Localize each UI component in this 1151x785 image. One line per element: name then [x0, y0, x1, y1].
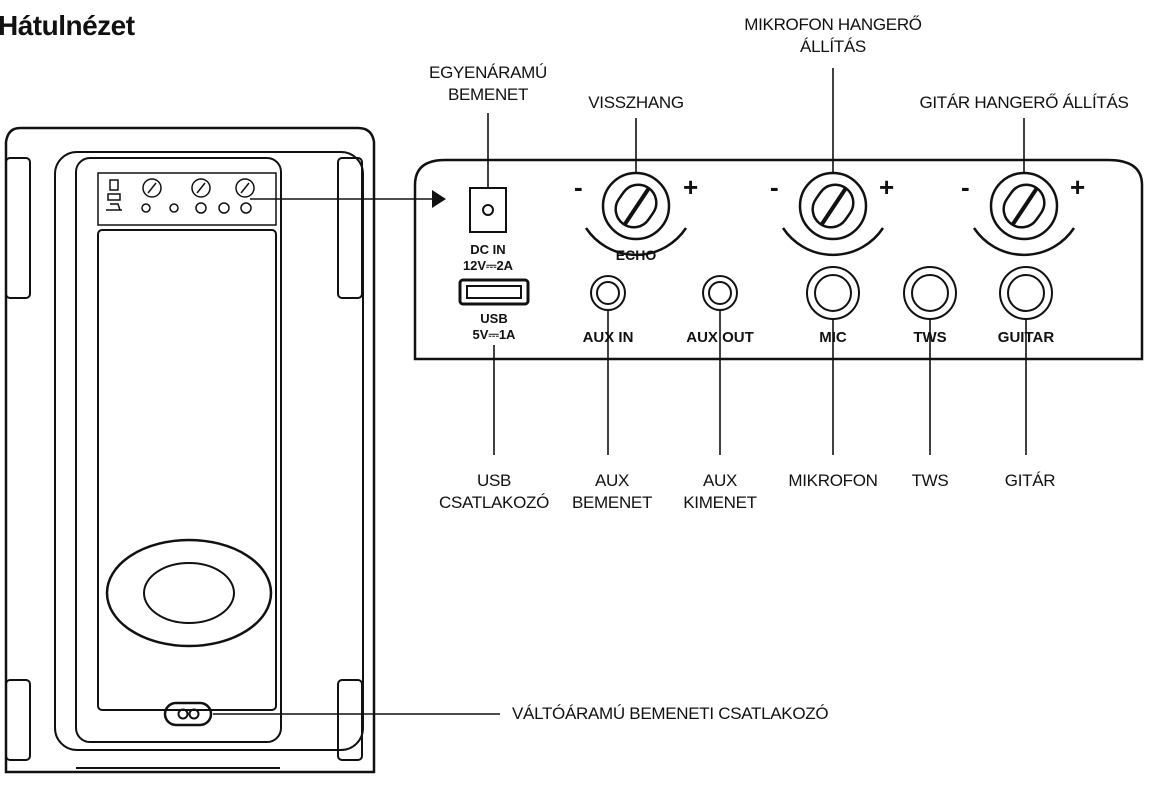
callout-echo: VISSZHANG: [588, 93, 684, 112]
enlarged-panel: [413, 158, 1144, 361]
tws-print: TWS: [913, 329, 946, 346]
mic-plus: +: [879, 172, 894, 202]
usb-rating-print: 5V⎓1A: [473, 327, 517, 342]
page-title: Hátulnézet: [0, 10, 135, 41]
dc-in-print: DC IN: [470, 242, 505, 257]
guitar-plus: +: [1070, 172, 1085, 202]
aux-out-print: AUX OUT: [686, 329, 754, 346]
callout-guitar: GITÁR: [1004, 471, 1056, 490]
leader-lines: [213, 68, 1027, 715]
aux-in-print: AUX IN: [583, 329, 634, 346]
mic-print: MIC: [819, 329, 847, 346]
callout-mic: MIKROFON: [788, 471, 878, 490]
callout-ac-input: VÁLTÓÁRAMÚ BEMENETI CSATLAKOZÓ: [512, 704, 829, 723]
speaker-cabinet: [4, 126, 376, 774]
callout-guitar-volume: GITÁR HANGERŐ ÁLLÍTÁS: [919, 93, 1129, 112]
dc-rating-print: 12V⎓2A: [463, 258, 514, 273]
echo-plus: +: [683, 172, 698, 202]
usb-print: USB: [480, 311, 507, 326]
echo-minus: -: [574, 172, 583, 202]
echo-print: ECHO: [616, 247, 657, 263]
panel-printing: DC IN 12V⎓2A USB 5V⎓1A ECHO AUX IN AUX O…: [463, 172, 1085, 346]
pointer-arrow: [432, 190, 446, 208]
mic-minus: -: [770, 172, 779, 202]
mini-control-panel: [97, 172, 277, 226]
guitar-print: GUITAR: [998, 329, 1055, 346]
guitar-minus: -: [961, 172, 970, 202]
callout-tws: TWS: [911, 471, 949, 490]
